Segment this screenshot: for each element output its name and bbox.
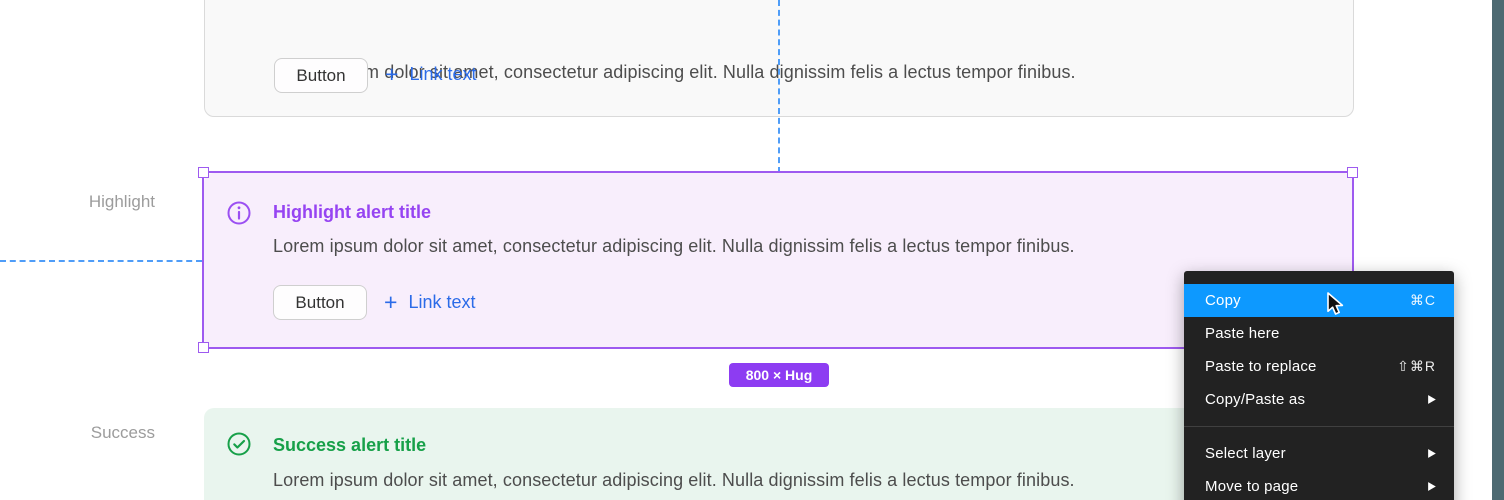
alert-card-highlight[interactable]: Highlight alert title Lorem ipsum dolor … <box>204 173 1354 349</box>
right-edge-panel <box>1492 0 1504 500</box>
alert-button-label: Button <box>295 292 345 312</box>
menu-shortcut: ⇧⌘R <box>1397 358 1436 374</box>
alert-button-label: Button <box>296 65 346 85</box>
menu-item-paste-to-replace[interactable]: Paste to replace ⇧⌘R <box>1184 350 1454 383</box>
menu-item-label: Copy <box>1205 292 1241 309</box>
alert-button[interactable]: Button <box>273 285 367 320</box>
menu-item-select-layer[interactable]: Select layer ▶ <box>1184 437 1454 470</box>
menu-item-copy-paste-as[interactable]: Copy/Paste as ▶ <box>1184 383 1454 416</box>
selection-handle-top-right[interactable] <box>1347 167 1358 178</box>
alert-body-text: Lorem ipsum dolor sit amet, consectetur … <box>274 62 1076 82</box>
alignment-guide-vertical <box>778 0 780 173</box>
alert-button[interactable]: Button <box>274 58 368 93</box>
menu-item-label: Paste to replace <box>1205 358 1317 375</box>
alert-body-text: Lorem ipsum dolor sit amet, consectetur … <box>273 236 1075 256</box>
menu-item-label: Copy/Paste as <box>1205 391 1306 408</box>
menu-item-copy[interactable]: Copy ⌘C <box>1184 284 1454 317</box>
menu-item-paste-here[interactable]: Paste here <box>1184 317 1454 350</box>
success-check-icon <box>227 432 251 456</box>
submenu-arrow-icon: ▶ <box>1428 393 1436 406</box>
info-icon <box>227 201 251 225</box>
canvas-label-success: Success <box>90 423 155 442</box>
alignment-guide-horizontal <box>0 260 202 262</box>
alert-card-success[interactable]: Success alert title Lorem ipsum dolor si… <box>204 408 1354 500</box>
submenu-arrow-icon: ▶ <box>1428 447 1436 460</box>
alert-link-label: Link text <box>408 292 476 312</box>
selection-handle-top-left[interactable] <box>198 167 209 178</box>
alert-link[interactable]: + Link text <box>385 57 476 92</box>
alert-link[interactable]: + Link text <box>384 285 475 320</box>
alert-title: Success alert title <box>273 435 427 455</box>
submenu-arrow-icon: ▶ <box>1428 480 1436 493</box>
alert-link-label: Link text <box>409 64 477 84</box>
context-menu: Copy ⌘C Paste here Paste to replace ⇧⌘R … <box>1184 271 1454 500</box>
menu-item-move-to-page[interactable]: Move to page ▶ <box>1184 470 1454 500</box>
menu-shortcut: ⌘C <box>1409 292 1436 308</box>
alert-title: Highlight alert title <box>273 202 432 222</box>
menu-separator <box>1184 426 1454 427</box>
alert-body-text: Lorem ipsum dolor sit amet, consectetur … <box>273 470 1075 490</box>
menu-item-label: Move to page <box>1205 478 1299 495</box>
menu-item-label: Paste here <box>1205 325 1280 342</box>
plus-icon: + <box>384 289 398 315</box>
selection-handle-bottom-left[interactable] <box>198 342 209 353</box>
plus-icon: + <box>385 61 399 87</box>
selection-size-badge: 800 × Hug <box>729 363 829 387</box>
canvas-label-highlight: Highlight <box>88 192 155 211</box>
menu-item-label: Select layer <box>1205 445 1286 462</box>
